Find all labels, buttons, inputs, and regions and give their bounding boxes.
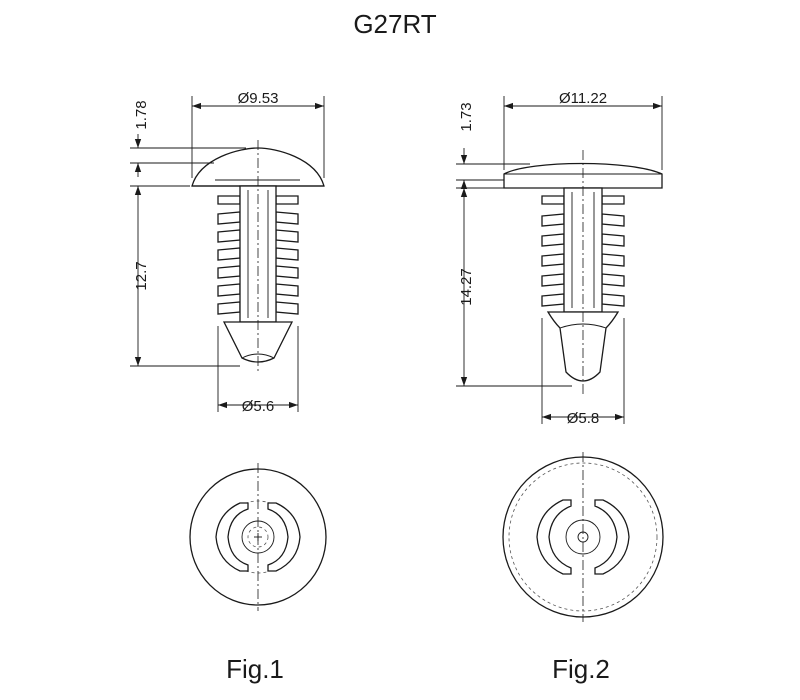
fig1-shank-length-label: 12.7 <box>133 261 150 290</box>
fig2-tip-diameter-label: Ø5.8 <box>567 410 600 427</box>
fig1-label: Fig.1 <box>226 654 284 684</box>
fig2-shank-length-label: 14.27 <box>458 268 475 306</box>
drawing-title: G27RT <box>353 9 436 39</box>
fig1-side-view <box>191 140 325 372</box>
fig1-dimensions: Ø9.53 1.78 12.7 Ø5.6 <box>130 90 325 415</box>
fig2-top-view <box>502 452 664 622</box>
fig2-label: Fig.2 <box>552 654 610 684</box>
fig2-fins <box>541 195 625 307</box>
fig2-head-diameter-label: Ø11.22 <box>559 90 607 107</box>
fig2-dimensions: Ø11.22 1.73 14.27 Ø5.8 <box>456 90 663 427</box>
fig1-head-height-label: 1.78 <box>133 100 150 129</box>
fig1-top-view <box>189 463 327 611</box>
fig1-head-diameter-label: Ø9.53 <box>238 90 279 107</box>
fig1-tip-diameter-label: Ø5.6 <box>242 398 275 415</box>
fig2-side-view <box>503 150 663 396</box>
fig2-head-height-label: 1.73 <box>458 102 475 131</box>
